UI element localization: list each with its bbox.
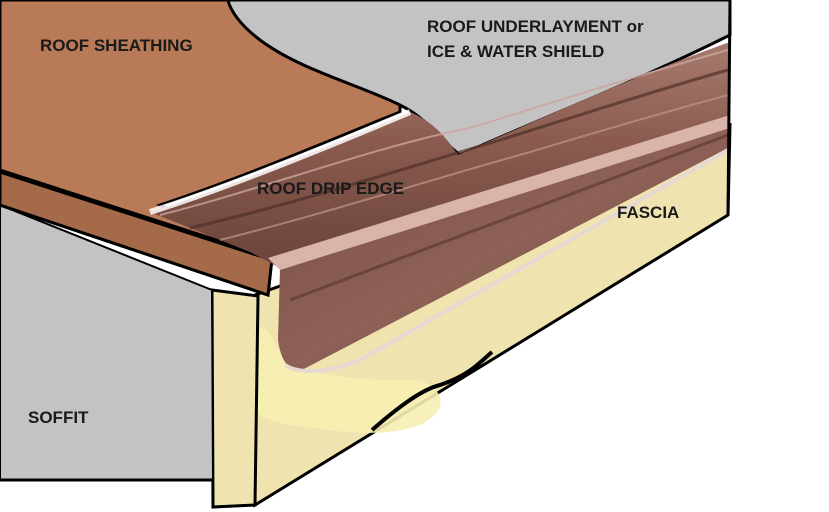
roof-drip-edge-label: ROOF DRIP EDGE <box>257 179 405 198</box>
fascia-bottom-edge <box>370 350 494 432</box>
roof-underlayment-label-line2: ICE & WATER SHIELD <box>427 42 605 61</box>
drip-edge-ridge-2 <box>189 68 729 230</box>
right-border-line <box>726 0 732 216</box>
roof-sheathing-label: ROOF SHEATHING <box>40 36 193 55</box>
drip-edge-face-ridge <box>289 133 729 302</box>
drip-edge-bend-highlight <box>268 115 730 270</box>
fascia-end-board <box>210 288 260 509</box>
roof-sheathing-edge-line <box>0 170 273 262</box>
drip-edge-face <box>278 125 730 372</box>
fascia-stain <box>232 326 441 433</box>
fascia-label: FASCIA <box>617 203 680 222</box>
soffit-label: SOFFIT <box>28 408 89 427</box>
roof-sheathing-edge <box>0 168 274 298</box>
roof-underlayment-label-line1: ROOF UNDERLAYMENT or <box>427 17 644 36</box>
drip-edge-top-flange <box>150 42 730 268</box>
drip-edge-halo <box>149 109 412 215</box>
drip-edge-bottom-kick <box>283 148 729 373</box>
drip-edge-ridge-1 <box>159 49 729 216</box>
drip-edge-ridge-3 <box>219 94 729 241</box>
